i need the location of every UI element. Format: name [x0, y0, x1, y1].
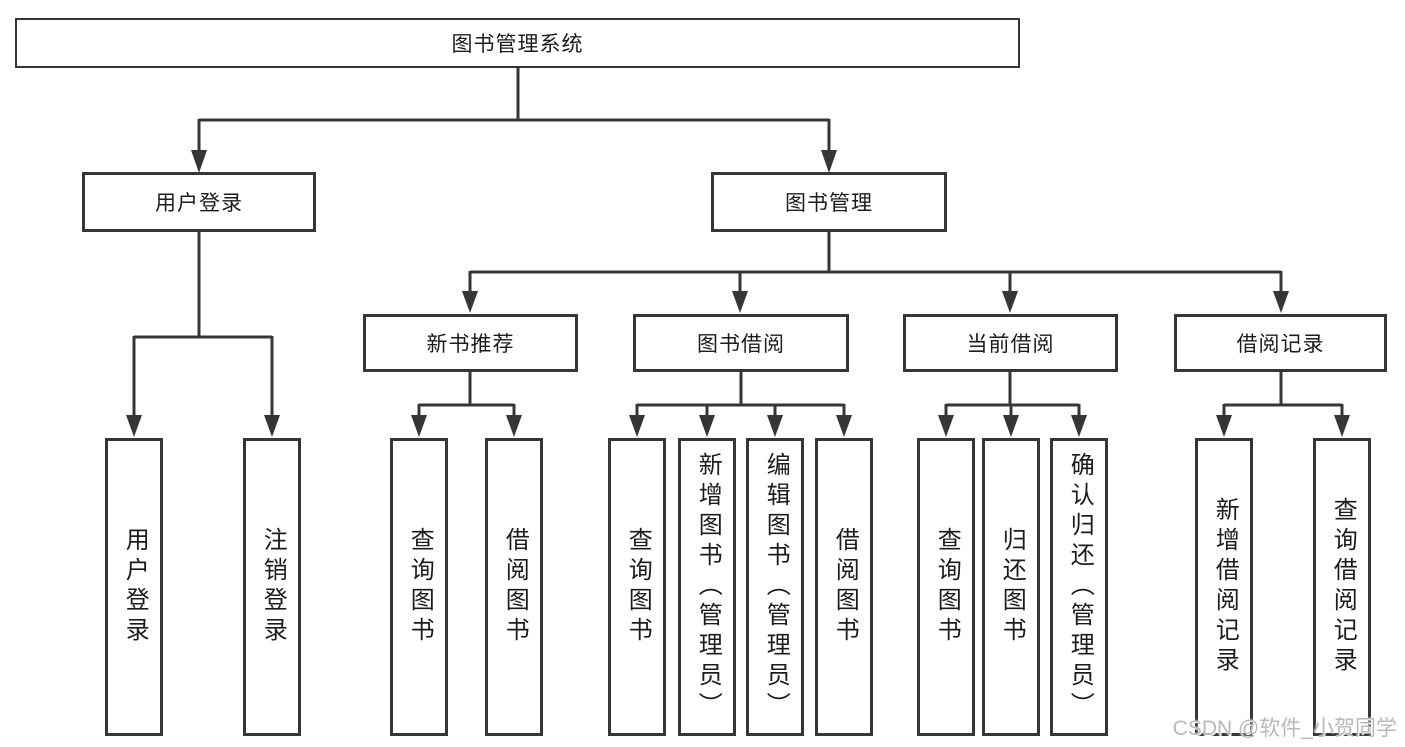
- branch-box-book-management: 图书管理: [711, 172, 947, 232]
- csdn-watermark: CSDN @软件_小贺同学: [1172, 717, 1397, 740]
- leaf-label-return-books: 归还图书: [998, 527, 1026, 647]
- arrowheads: [126, 150, 1350, 437]
- branch-box-user-login: 用户登录: [82, 172, 316, 232]
- section-label-new-book-recommend: 新书推荐: [426, 333, 515, 356]
- leaf-label-query-borrow-record: 查询借阅记录: [1329, 497, 1357, 677]
- section-label-current-borrow: 当前借阅: [966, 333, 1055, 356]
- leaf-label-borrow-books-1: 借阅图书: [501, 527, 529, 647]
- leaf-label-add-book-admin: 新增图书（管理员）: [694, 452, 722, 722]
- leaf-box-confirm-return-admin: 确认归还（管理员）: [1050, 438, 1108, 736]
- leaf-label-confirm-return-admin: 确认归还（管理员）: [1066, 452, 1094, 722]
- root-box: 图书管理系统: [15, 18, 1020, 68]
- leaf-box-borrow-books-1: 借阅图书: [485, 438, 543, 736]
- branch-label-book-management: 图书管理: [785, 192, 873, 215]
- root-label: 图书管理系统: [451, 33, 584, 56]
- leaf-label-edit-book-admin: 编辑图书（管理员）: [762, 452, 790, 722]
- leaf-box-borrow-books-2: 借阅图书: [815, 438, 873, 736]
- section-box-current-borrow: 当前借阅: [903, 314, 1118, 372]
- section-box-new-book-recommend: 新书推荐: [363, 314, 578, 372]
- leaf-box-query-books-1: 查询图书: [390, 438, 448, 736]
- leaf-label-user-login: 用户登录: [121, 527, 149, 647]
- leaf-label-add-borrow-record: 新增借阅记录: [1211, 497, 1239, 677]
- leaf-box-add-borrow-record: 新增借阅记录: [1195, 438, 1253, 736]
- leaf-label-query-books-1: 查询图书: [406, 527, 434, 647]
- section-box-book-borrow: 图书借阅: [633, 314, 849, 372]
- leaf-label-logout: 注销登录: [259, 527, 287, 647]
- leaf-box-logout: 注销登录: [243, 438, 301, 736]
- leaf-box-query-borrow-record: 查询借阅记录: [1313, 438, 1371, 736]
- leaf-box-query-books-2: 查询图书: [608, 438, 666, 736]
- leaf-box-add-book-admin: 新增图书（管理员）: [678, 438, 736, 736]
- leaf-label-query-books-2: 查询图书: [624, 527, 652, 647]
- leaf-box-query-books-3: 查询图书: [917, 438, 975, 736]
- leaf-box-return-books: 归还图书: [982, 438, 1040, 736]
- section-label-book-borrow: 图书借阅: [697, 333, 785, 356]
- branch-label-user-login: 用户登录: [155, 192, 243, 215]
- leaf-box-user-login: 用户登录: [105, 438, 163, 736]
- leaf-box-edit-book-admin: 编辑图书（管理员）: [746, 438, 804, 736]
- section-box-borrow-records: 借阅记录: [1174, 314, 1387, 372]
- section-label-borrow-records: 借阅记录: [1236, 333, 1325, 356]
- leaf-label-query-books-3: 查询图书: [933, 527, 961, 647]
- leaf-label-borrow-books-2: 借阅图书: [831, 527, 859, 647]
